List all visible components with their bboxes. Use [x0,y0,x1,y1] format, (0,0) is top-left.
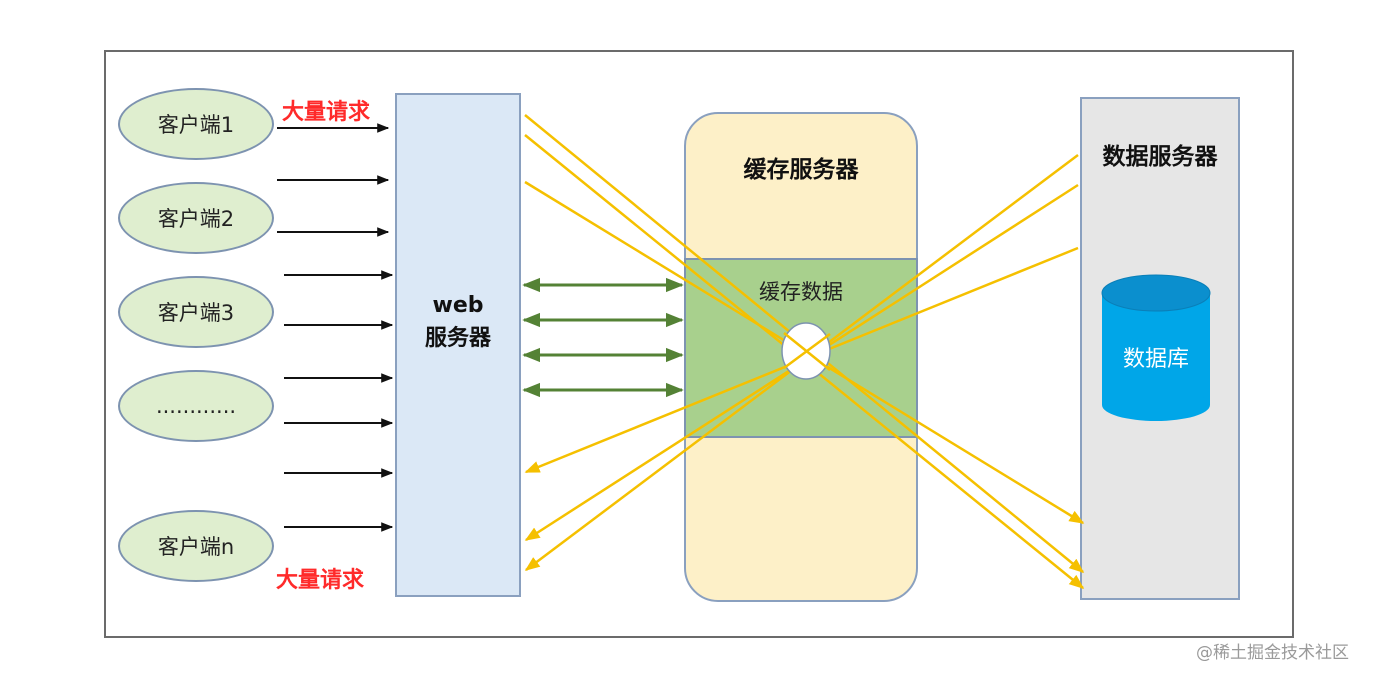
data-server-title: 数据服务器 [1102,144,1218,170]
web-server-label-line1: web [432,293,484,318]
client-3-label: 客户端3 [157,301,235,325]
database-cylinder [1101,274,1211,421]
database-label: 数据库 [1122,347,1189,372]
web-server-label-line2: 服务器 [424,326,491,351]
client-ellipsis-label: ............ [155,394,237,418]
request-label-top: 大量请求 [282,100,371,125]
client-1: 客户端1 [118,88,274,160]
client-3: 客户端3 [118,276,274,348]
web-server-box [395,93,521,597]
crossing-lines [783,332,831,371]
yellow-line-hidden [526,115,1078,155]
client-1-label: 客户端1 [157,113,235,137]
client-n: 客户端n [118,510,274,582]
cache-exchange-arrows [522,277,684,398]
cache-data-label: 缓存数据 [759,280,843,304]
request-label-bottom: 大量请求 [276,568,365,593]
diagram-frame [104,50,1294,638]
client-2: 客户端2 [118,182,274,254]
cache-server-title: 缓存服务器 [743,157,859,183]
client-2-label: 客户端2 [157,207,235,231]
client-request-arrows [277,123,394,532]
client-ellipsis: ............ [118,370,274,442]
watermark: @稀土掘金技术社区 [1196,643,1349,663]
client-n-label: 客户端n [157,535,235,559]
